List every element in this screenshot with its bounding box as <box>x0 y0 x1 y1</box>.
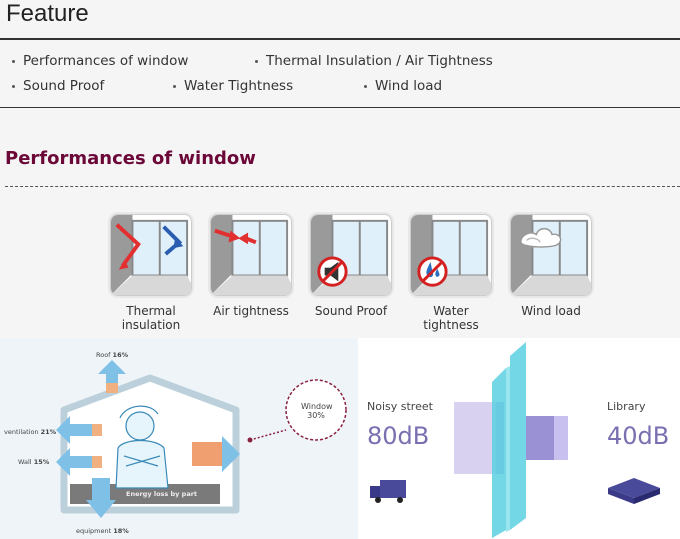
feature-item-water[interactable]: Water Tightness <box>173 78 293 94</box>
bullet-icon <box>255 59 258 63</box>
water-tightness-card[interactable] <box>410 214 492 296</box>
roof-label: Roof 16% <box>96 351 129 359</box>
library-db: 40dB <box>607 422 670 450</box>
sound-proof-card[interactable] <box>310 214 392 296</box>
wind-load-icon <box>511 215 591 295</box>
icon-label-sound: Sound Proof <box>314 304 388 318</box>
noisy-street-label: Noisy street <box>367 400 433 413</box>
bullet-icon <box>173 84 176 88</box>
truck-icon <box>380 480 406 498</box>
feature-item-thermal[interactable]: Thermal Insulation / Air Tightness <box>255 53 493 69</box>
feature-item-performances[interactable]: Performances of window <box>12 53 188 69</box>
wind-load-card[interactable] <box>510 214 592 296</box>
energy-loss-caption: Energy loss by part <box>126 490 198 498</box>
list-rule <box>0 107 680 108</box>
bullet-icon <box>364 84 367 88</box>
section-title: Performances of window <box>5 148 256 169</box>
air-tightness-icon <box>211 215 291 295</box>
air-tightness-card[interactable] <box>210 214 292 296</box>
icon-label-water: Water tightness <box>423 304 479 332</box>
water-tightness-icon <box>411 215 491 295</box>
feature-item-sound[interactable]: Sound Proof <box>12 78 104 94</box>
sound-proof-icon <box>311 215 391 295</box>
icon-label-air: Air tightness <box>213 304 289 318</box>
feature-item-wind[interactable]: Wind load <box>364 78 442 94</box>
thermal-insulation-card[interactable] <box>110 214 192 296</box>
dashed-rule <box>5 186 680 187</box>
sound-proof-diagram: Noisy street 80dB Library 40dB <box>358 338 680 539</box>
thermal-insulation-icon <box>111 215 191 295</box>
title-rule <box>0 38 680 40</box>
icon-label-wind: Wind load <box>521 304 581 318</box>
glass-illustration <box>370 342 660 538</box>
house-illustration <box>56 360 347 518</box>
ventilation-label: ventilation 21% <box>4 428 57 436</box>
bullet-icon <box>12 59 15 63</box>
energy-loss-diagram: Roof 16% ventilation 21% Wall 15% equipm… <box>0 338 358 539</box>
wall-label: Wall 15% <box>18 458 50 466</box>
library-label: Library <box>607 400 646 413</box>
icon-label-thermal: Thermal insulation <box>121 304 181 332</box>
bullet-icon <box>12 84 15 88</box>
equipment-label: equipment 18% <box>76 527 129 535</box>
noisy-street-db: 80dB <box>367 422 430 450</box>
feature-title: Feature <box>6 0 89 27</box>
